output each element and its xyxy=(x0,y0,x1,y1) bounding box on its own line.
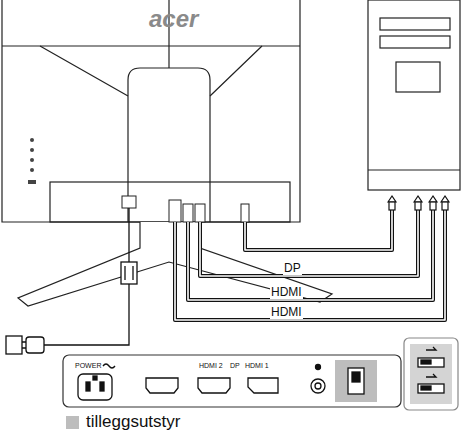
port-label: HDMI 1 xyxy=(244,362,270,370)
port-label: HDMI 2 xyxy=(198,362,224,370)
brand-logo: acer xyxy=(148,6,199,32)
legend-swatch xyxy=(66,416,79,429)
control-buttons xyxy=(28,138,36,184)
cable-label: DP xyxy=(283,262,302,275)
monitor-back xyxy=(2,0,300,222)
legend-text: tilleggsutstyr xyxy=(86,412,180,432)
cable-label: HDMI xyxy=(270,286,303,299)
pc-tower xyxy=(368,0,460,190)
usb-optional-port xyxy=(335,360,377,402)
usb-side-ports xyxy=(418,347,444,393)
usb-side-box xyxy=(404,338,458,410)
pc-connectors xyxy=(388,196,449,210)
power-cord xyxy=(6,208,137,354)
cable-label: HDMI xyxy=(270,306,303,319)
port-panel xyxy=(63,355,401,407)
legend-row: tilleggsutstyr xyxy=(66,412,180,432)
monitor-ports xyxy=(122,196,249,222)
usb-side-ground xyxy=(410,344,452,404)
port-label: POWER xyxy=(74,362,102,370)
usb-port xyxy=(348,368,364,394)
port-label: DP xyxy=(229,362,241,370)
